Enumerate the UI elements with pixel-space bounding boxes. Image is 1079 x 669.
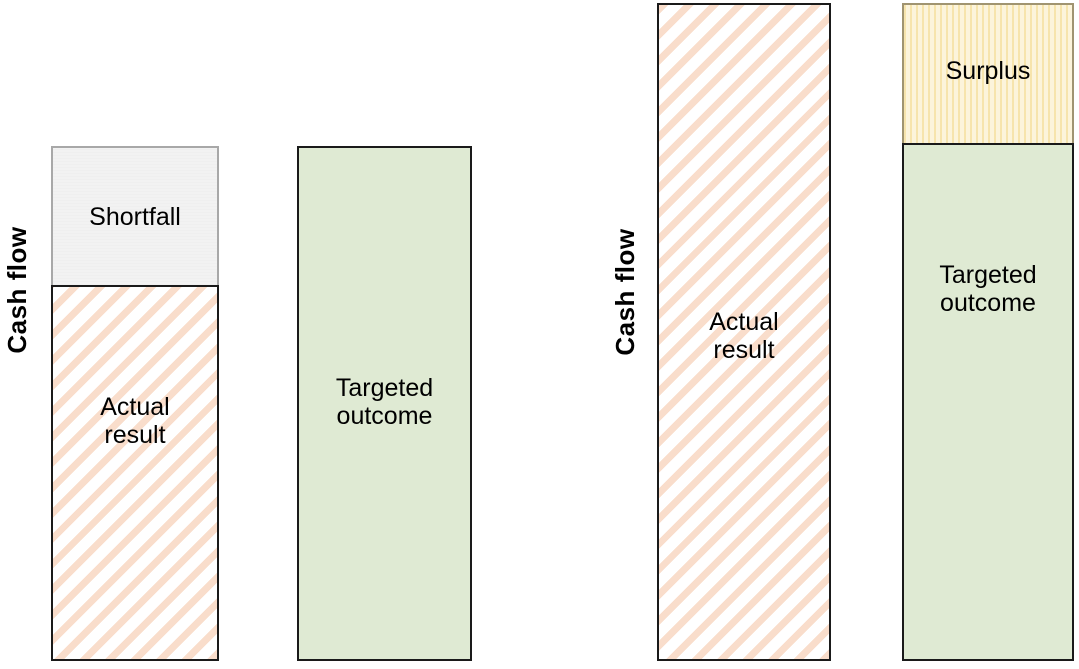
label-actual-result-right: Actual result [709,308,779,364]
label-targeted-outcome-right: Targeted outcome [939,261,1037,317]
bar-segment-targeted-outcome-left: Targeted outcome [297,146,472,661]
label-targeted-outcome-left: Targeted outcome [335,373,434,430]
label-actual-result-left: Actual result [100,393,170,449]
label-shortfall: Shortfall [89,202,181,231]
bar-segment-shortfall: Shortfall [51,146,219,287]
left-axis-label-cash-flow: Cash flow [2,226,32,354]
label-surplus: Surplus [945,57,1031,85]
bar-segment-targeted-outcome-right: Targeted outcome [902,143,1074,661]
bar-segment-actual-result-left: Actual result [51,285,219,661]
bar-segment-actual-result-right: Actual result [657,3,831,661]
bar-segment-surplus: Surplus [902,3,1074,145]
right-axis-label-cash-flow: Cash flow [610,228,640,356]
